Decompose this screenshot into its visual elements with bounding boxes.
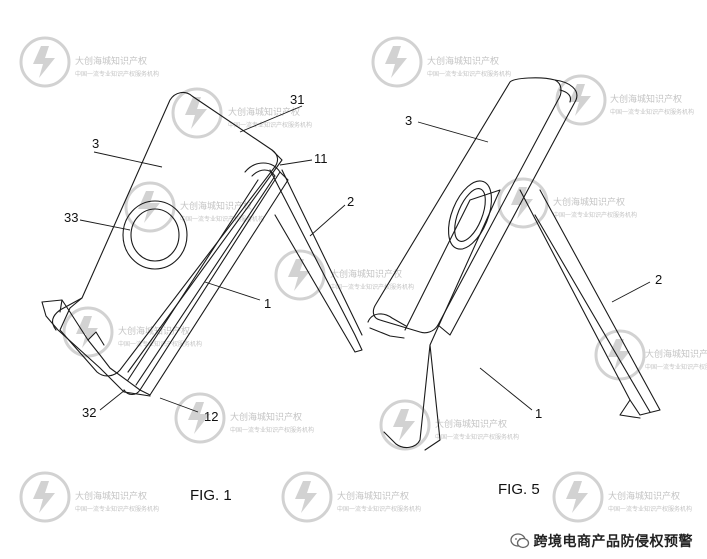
watermark-text: 大创海城知识产权中国一流专业知识产权服务机构	[118, 325, 202, 348]
watermark-text: 大创海城知识产权中国一流专业知识产权服务机构	[228, 106, 312, 129]
fig1-support-1	[123, 162, 281, 396]
leader-12	[159, 397, 199, 413]
label-31: 31	[290, 92, 304, 107]
label-32: 32	[82, 405, 96, 420]
watermark-text: 大创海城知识产权中国一流专业知识产权服务机构	[427, 55, 511, 78]
watermark-logo-icon	[552, 471, 604, 523]
fig1-leg-2	[269, 169, 363, 353]
watermark-texts: 大创海城知识产权中国一流专业知识产权服务机构 大创海城知识产权中国一流专业知识产…	[75, 55, 707, 513]
fig1-leaders	[79, 105, 346, 413]
label-5-3: 3	[405, 113, 412, 128]
watermark-text: 大创海城知识产权中国一流专业知识产权服务机构	[230, 411, 314, 434]
watermark-logo-icon	[19, 36, 71, 88]
fig5-caption: FIG. 5	[498, 481, 540, 498]
leader-3	[93, 151, 163, 168]
watermark-text: 大创海城知识产权中国一流专业知识产权服务机构	[180, 200, 264, 223]
watermark-text: 大创海城知识产权中国一流专业知识产权服务机构	[330, 268, 414, 291]
watermark-text: 大创海城知识产权中国一流专业知识产权服务机构	[608, 490, 692, 513]
watermark-text: 大创海城知识产权中国一流专业知识产权服务机构	[553, 196, 637, 219]
watermark-logo-icon	[371, 36, 423, 88]
watermark-text: 大创海城知识产权中国一流专业知识产权服务机构	[645, 348, 707, 371]
leader-11	[279, 159, 313, 166]
watermark-text: 大创海城知识产权中国一流专业知识产权服务机构	[337, 490, 421, 513]
fig1-circle-33	[122, 200, 188, 270]
leader-5-1	[479, 367, 533, 411]
fig5-leaders	[417, 121, 651, 411]
fig5-leg-2	[519, 189, 661, 416]
fig5-circle	[447, 180, 493, 250]
leader-31	[239, 105, 303, 133]
label-1: 1	[264, 296, 271, 311]
label-12: 12	[204, 409, 218, 424]
leader-33	[79, 219, 131, 231]
fig5-support-1	[383, 189, 501, 449]
leader-1	[204, 281, 261, 301]
watermark-logo-icon	[281, 471, 333, 523]
leader-2	[309, 204, 346, 237]
fig1-caption: FIG. 1	[190, 487, 232, 504]
leader-5-3	[417, 121, 489, 143]
watermark-text: 大创海城知识产权中国一流专业知识产权服务机构	[75, 55, 159, 78]
leader-5-2	[611, 281, 651, 303]
footer-brand: 跨境电商产品防侵权预警	[509, 531, 694, 551]
wechat-icon	[509, 533, 529, 549]
label-5-1: 1	[535, 406, 542, 421]
footer-text: 跨境电商产品防侵权预警	[533, 534, 693, 550]
watermark-text: 大创海城知识产权中国一流专业知识产权服务机构	[610, 93, 694, 116]
watermark-text: 大创海城知识产权中国一流专业知识产权服务机构	[435, 418, 519, 441]
label-3: 3	[92, 136, 99, 151]
watermark-logo-icon	[19, 471, 71, 523]
watermark-logo-icon	[594, 329, 646, 381]
fig1-drawing	[41, 91, 363, 397]
watermark-logo-icon	[497, 177, 549, 229]
watermark-text: 大创海城知识产权中国一流专业知识产权服务机构	[75, 490, 159, 513]
fig5-drawing	[367, 77, 661, 451]
fig1-plate	[59, 91, 279, 377]
label-11: 11	[314, 151, 328, 166]
label-33: 33	[64, 210, 78, 225]
watermark-logo-icon	[555, 74, 607, 126]
watermark-logo-icon	[171, 87, 223, 139]
label-5-2: 2	[655, 272, 662, 287]
leader-32	[99, 389, 126, 411]
watermark-logo-icon	[62, 306, 114, 358]
label-2: 2	[347, 194, 354, 209]
